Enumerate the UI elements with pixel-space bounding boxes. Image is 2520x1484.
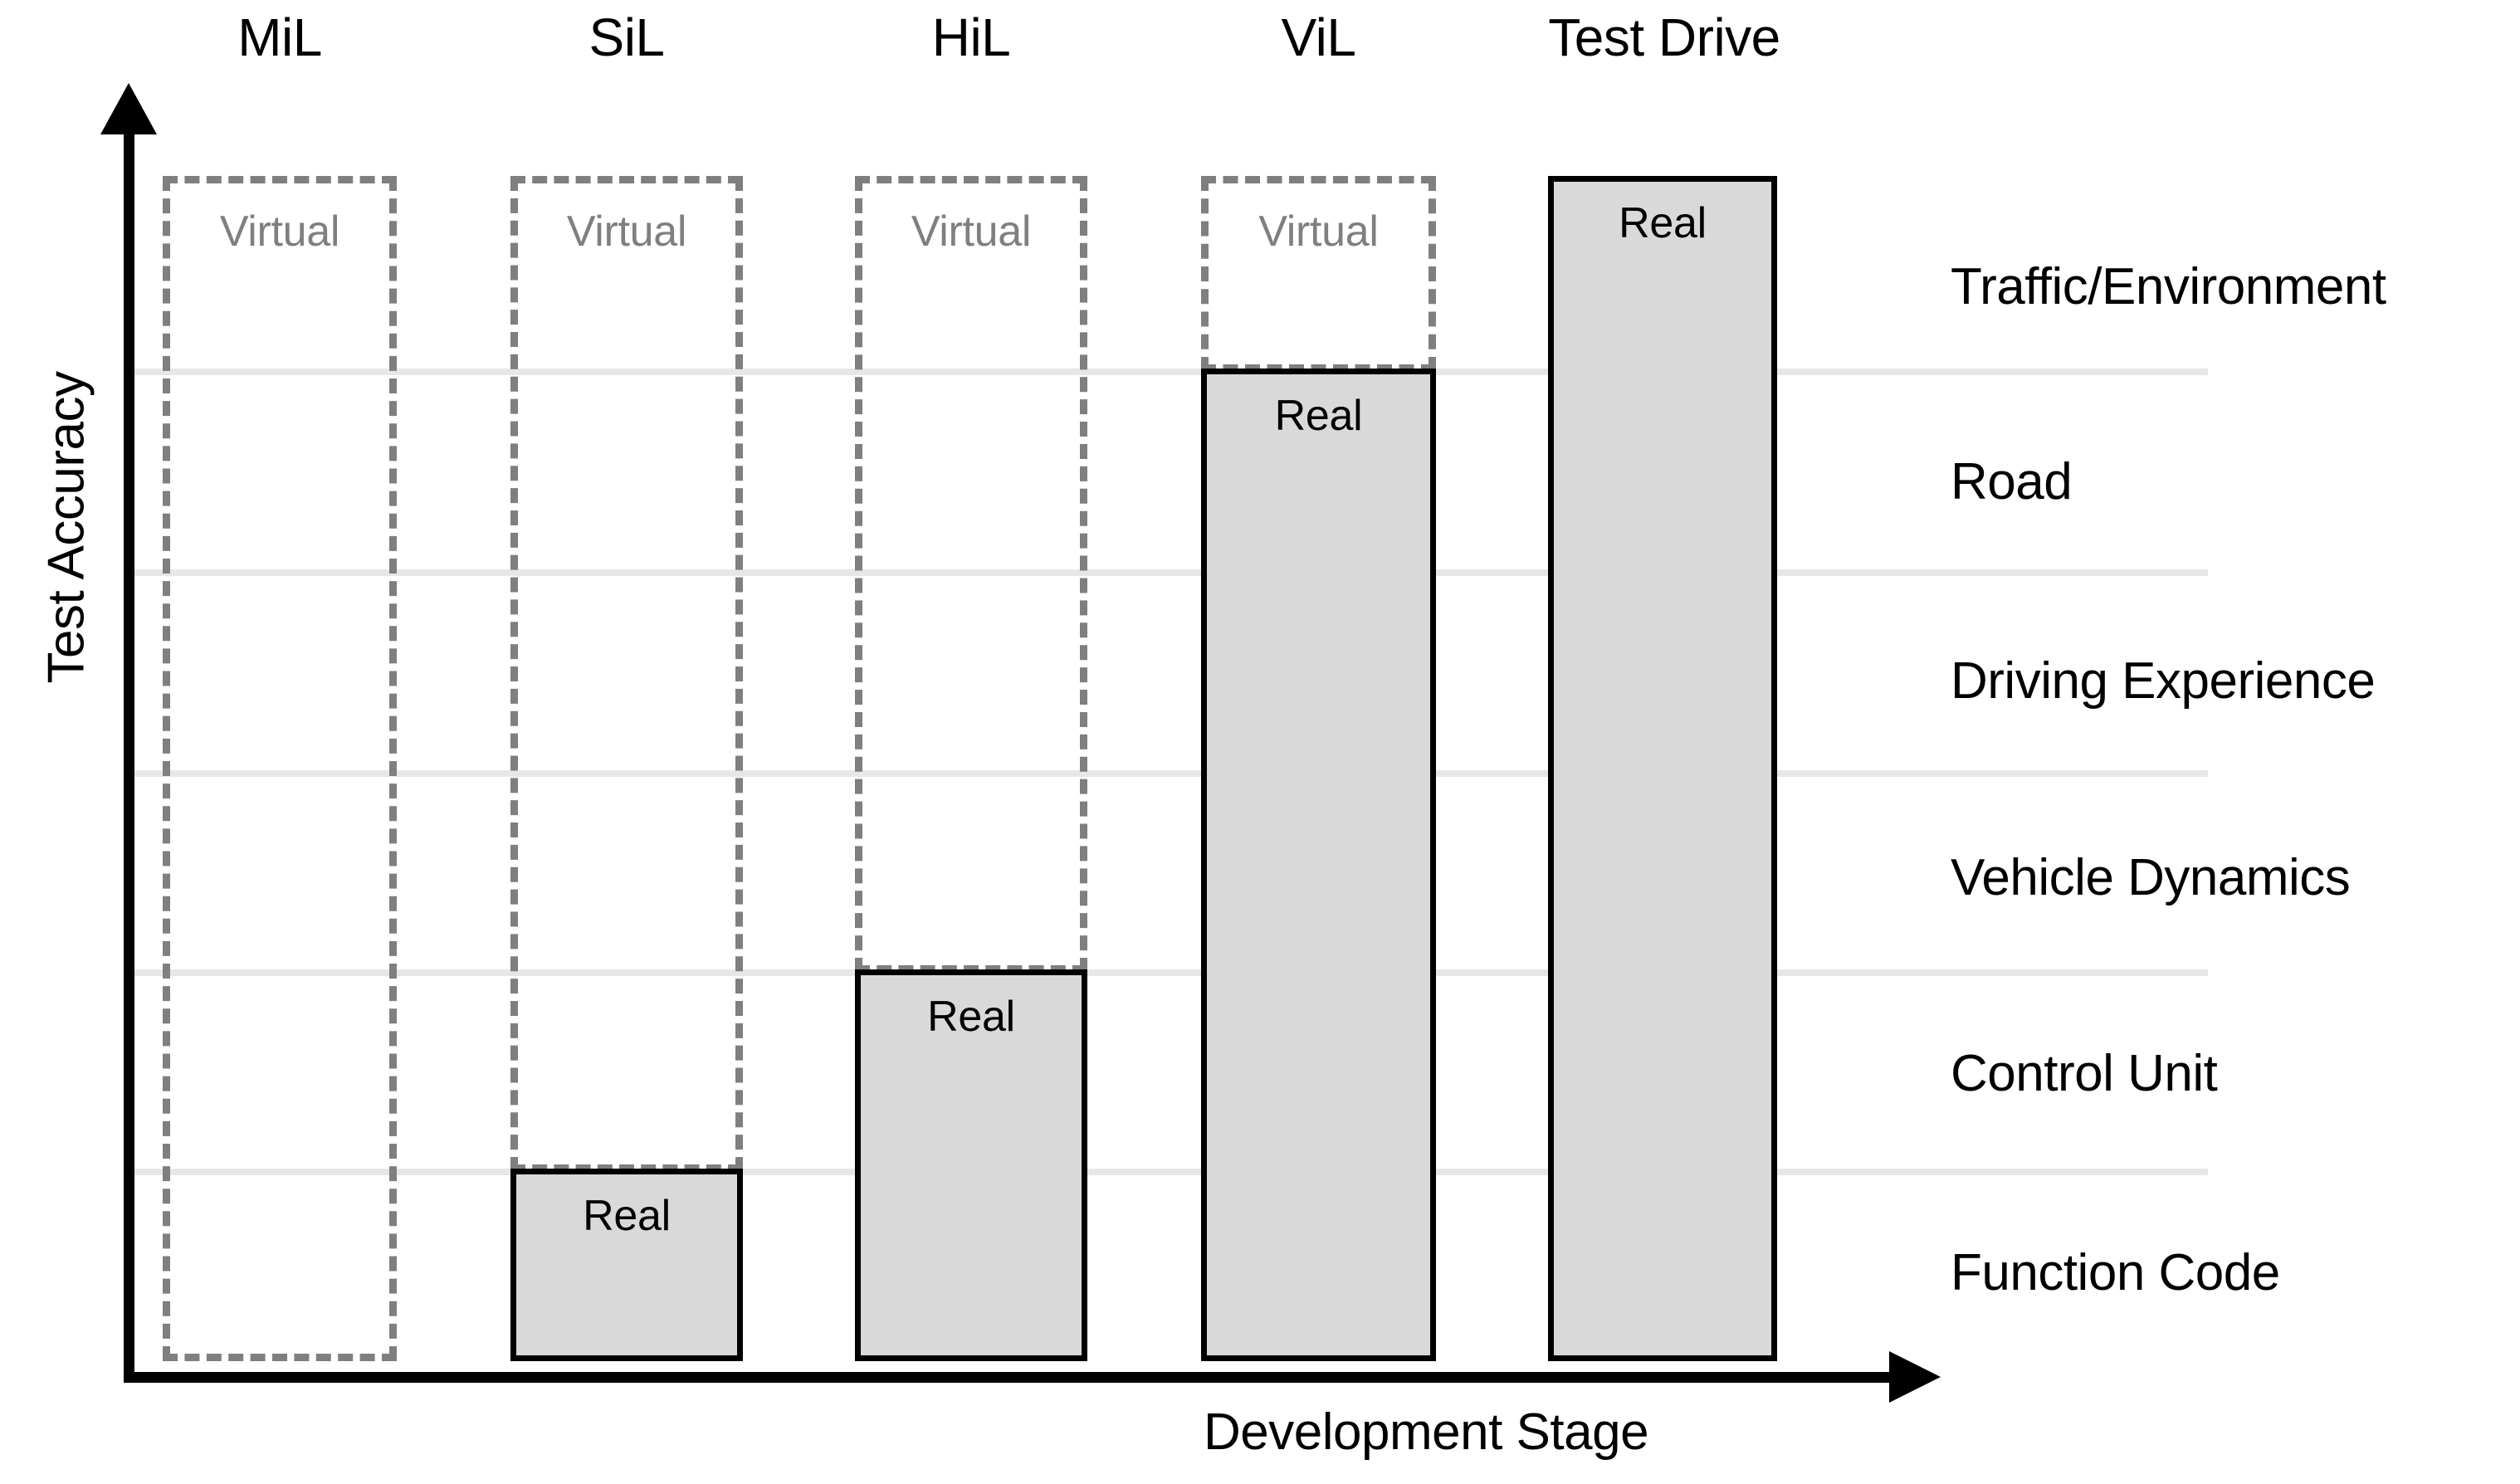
x-axis-line	[124, 1372, 1904, 1383]
component-label-control-unit: Control Unit	[1951, 1045, 2218, 1102]
real-bar-test-drive[interactable]: Real	[1548, 176, 1777, 1361]
x-axis-title: Development Stage	[1204, 1403, 1649, 1461]
y-axis-arrowhead-icon	[100, 83, 157, 134]
stage-header-sil: SiL	[588, 7, 666, 67]
real-label-test-drive: Real	[1619, 199, 1707, 247]
gridline-5	[129, 1169, 2208, 1175]
component-label-driving-experience: Driving Experience	[1951, 652, 2376, 710]
virtual-label-vil: Virtual	[1258, 207, 1379, 256]
virtual-label-sil: Virtual	[566, 207, 687, 256]
real-bar-sil[interactable]: Real	[510, 1169, 743, 1361]
component-label-vehicle-dynamics: Vehicle Dynamics	[1951, 849, 2351, 906]
real-label-sil: Real	[583, 1192, 671, 1240]
gridline-1	[129, 369, 2208, 375]
real-bar-hil[interactable]: Real	[855, 969, 1087, 1361]
stage-header-test-drive: Test Drive	[1548, 7, 1780, 67]
y-axis-title: Test Accuracy	[37, 371, 95, 684]
gridline-4	[129, 969, 2208, 976]
stage-header-hil: HiL	[931, 7, 1011, 67]
virtual-box-mil[interactable]: Virtual	[163, 176, 397, 1361]
component-label-road: Road	[1951, 453, 2073, 510]
stage-header-mil: MiL	[237, 7, 322, 67]
virtual-label-hil: Virtual	[911, 207, 1032, 256]
stage-header-vil: ViL	[1281, 7, 1356, 67]
virtual-box-hil[interactable]: Virtual	[855, 176, 1087, 973]
gridline-2	[129, 569, 2208, 576]
y-axis-line	[124, 124, 134, 1382]
virtual-label-mil: Virtual	[219, 207, 340, 256]
component-label-traffic-environment: Traffic/Environment	[1951, 258, 2386, 315]
real-label-vil: Real	[1274, 392, 1363, 440]
real-label-hil: Real	[927, 993, 1015, 1041]
gridline-3	[129, 770, 2208, 777]
virtual-box-sil[interactable]: Virtual	[510, 176, 743, 1172]
real-bar-vil[interactable]: Real	[1201, 369, 1436, 1361]
component-label-function-code: Function Code	[1951, 1244, 2280, 1301]
x-axis-arrowhead-icon	[1889, 1351, 1941, 1403]
virtual-box-vil[interactable]: Virtual	[1201, 176, 1436, 372]
